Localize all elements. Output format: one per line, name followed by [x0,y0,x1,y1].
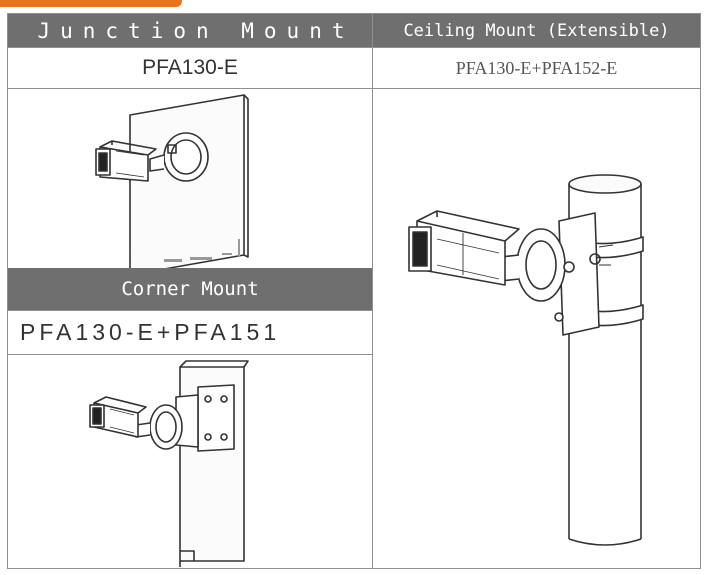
ceiling-model-label: PFA130-E+PFA152-E [455,57,618,78]
corner-model-label: PFA130-E+PFA151 [20,319,281,345]
junction-mount-illustration [95,94,249,276]
accent-strip [0,0,182,7]
corner-model-cell: PFA130-E+PFA151 [8,311,372,354]
corner-mount-title: Corner Mount [121,278,259,300]
junction-model-cell: PFA130-E [8,48,372,88]
corner-mount-illustration [89,360,249,567]
ceiling-mount-illustration [408,174,644,546]
row-divider [7,88,701,89]
mount-table [7,13,701,569]
junction-model-label: PFA130-E [142,56,238,79]
ceiling-model-cell: PFA130-E+PFA152-E [373,48,700,88]
row-divider [7,354,373,355]
row-divider [7,310,373,311]
corner-mount-header: Corner Mount [8,268,372,310]
junction-mount-header: Junction Mount [8,14,372,47]
junction-mount-title: Junction Mount [37,18,355,43]
ceiling-mount-title: Ceiling Mount (Extensible) [403,20,670,41]
ceiling-mount-header: Ceiling Mount (Extensible) [373,14,700,47]
row-divider [7,47,701,48]
column-divider [372,13,373,569]
